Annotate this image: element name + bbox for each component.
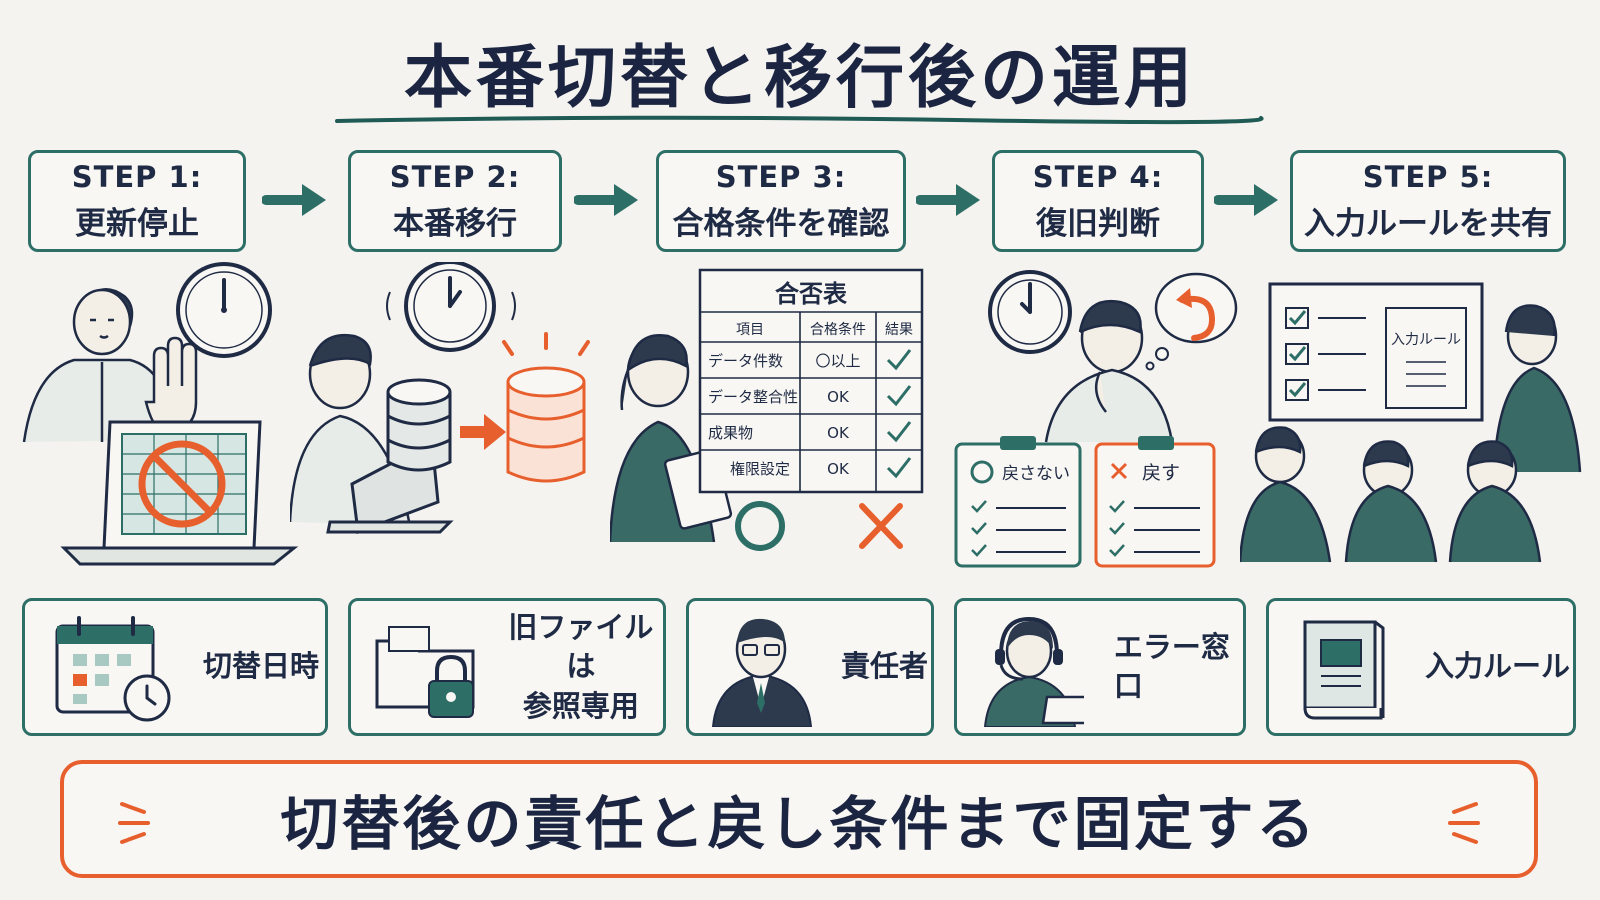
scene-migration [290, 262, 590, 535]
database-icon [502, 332, 590, 483]
pass-table-title: 合否表 [775, 280, 848, 308]
cross-icon [1110, 462, 1128, 480]
step-5-name: 入力ルールを共有 [1304, 205, 1552, 242]
scene-pass-table: 合否表 項目 合格条件 結果 データ件数 〇以上 データ整合性 OK 成果物 O… [610, 268, 924, 551]
cross-icon [859, 503, 903, 549]
step-2-number: STEP 2: [389, 159, 521, 194]
clipboard-rollback: 戻す [1094, 436, 1216, 568]
step-1-number: STEP 1: [71, 159, 203, 194]
info-card-input-rules: 入力ルール [1266, 598, 1576, 736]
database-icon [386, 378, 452, 472]
step-3-name: 合格条件を確認 [672, 205, 890, 242]
person-working [290, 333, 412, 527]
step-4-number: STEP 4: [1032, 159, 1164, 194]
check-icon [886, 421, 912, 443]
headset-icon [983, 616, 1084, 727]
info-label-old-files-line1: 旧ファイルは [508, 610, 654, 684]
emphasis-mark-left [118, 802, 150, 844]
clock-icon [176, 262, 272, 358]
arrow-right-icon [574, 184, 638, 216]
circle-icon [735, 501, 785, 551]
pass-table-header-item: 項目 [736, 322, 764, 338]
person-with-clipboard [610, 333, 733, 543]
step-5-box: STEP 5: 入力ルールを共有 [1290, 150, 1566, 252]
info-card-error-contact: エラー窓口 [954, 598, 1246, 736]
summary-banner: 切替後の責任と戻し条件まで固定する [60, 760, 1538, 878]
check-icon [886, 457, 912, 479]
pass-table-row-condition: OK [827, 424, 850, 442]
clock-icon [988, 270, 1072, 354]
calendar-icon [55, 616, 171, 722]
pass-table-row-item: データ件数 [708, 352, 783, 370]
pass-table-row-item: 権限設定 [730, 460, 790, 478]
info-card-switch-datetime: 切替日時 [22, 598, 328, 736]
title-underline [335, 115, 1264, 125]
manager-icon [711, 618, 813, 727]
info-label-switch-datetime: 切替日時 [203, 649, 320, 684]
prohibited-icon [138, 440, 226, 528]
pass-table-row-item: 成果物 [708, 424, 753, 442]
meeting-audience [1240, 426, 1542, 563]
pass-table-row-condition: OK [827, 388, 850, 406]
pass-table-row-condition: OK [827, 460, 850, 478]
summary-banner-text: 切替後の責任と戻し条件まで固定する [280, 790, 1318, 858]
info-label-input-rules: 入力ルール [1425, 649, 1571, 684]
step-4-name: 復旧判断 [1036, 205, 1160, 242]
check-icon [1288, 310, 1307, 326]
circle-icon [970, 460, 994, 484]
scene-share-rules: 入力ルール [1240, 282, 1582, 563]
pass-table-row-condition: 〇以上 [815, 352, 860, 370]
info-label-old-files-line2: 参照専用 [522, 688, 639, 723]
thought-bubble [1145, 272, 1238, 371]
folder-lock-icon [375, 626, 475, 718]
page-title: 本番切替と移行後の運用 [403, 39, 1196, 118]
check-icon [886, 349, 912, 371]
scene-update-stop [22, 262, 299, 566]
arrow-right-icon [916, 184, 980, 216]
presenter [1492, 304, 1582, 473]
stop-hand-icon [144, 336, 198, 434]
thinking-person [1044, 299, 1174, 443]
step-2-name: 本番移行 [393, 205, 517, 242]
step-3-number: STEP 3: [715, 159, 847, 194]
step-5-number: STEP 5: [1362, 159, 1494, 194]
check-icon [1288, 382, 1307, 398]
step-4-box: STEP 4: 復旧判断 [992, 150, 1204, 252]
clock-icon [386, 262, 516, 352]
scene-recovery-decision: 戻さない 戻す [954, 270, 1238, 568]
undo-icon [1179, 296, 1216, 341]
info-card-manager: 責任者 [686, 598, 934, 736]
decision-rollback-label: 戻す [1142, 462, 1180, 484]
pass-fail-table: 合否表 項目 合格条件 結果 データ件数 〇以上 データ整合性 OK 成果物 O… [698, 268, 924, 494]
emphasis-mark-right [1448, 802, 1480, 844]
rule-board-label: 入力ルール [1391, 332, 1461, 348]
check-icon [886, 385, 912, 407]
whiteboard: 入力ルール [1268, 282, 1484, 422]
arrow-right-icon [1214, 184, 1278, 216]
pass-table-header-condition: 合格条件 [810, 321, 866, 338]
pass-table-header-result: 結果 [885, 322, 913, 338]
arrow-right-icon [262, 184, 326, 216]
step-1-name: 更新停止 [75, 205, 199, 242]
pass-table-row-item: データ整合性 [708, 388, 798, 406]
info-label-error-contact: エラー窓口 [1113, 629, 1230, 703]
step-1-box: STEP 1: 更新停止 [28, 150, 246, 252]
clipboard-keep: 戻さない [954, 436, 1082, 568]
info-label-manager: 責任者 [841, 649, 929, 684]
step-3-box: STEP 3: 合格条件を確認 [656, 150, 906, 252]
book-icon [1303, 620, 1385, 720]
decision-keep-label: 戻さない [1002, 464, 1070, 484]
check-icon [1288, 346, 1307, 362]
step-2-box: STEP 2: 本番移行 [348, 150, 562, 252]
info-label-old-files: 旧ファイルは 参照専用 [499, 608, 663, 725]
arrow-right-icon [460, 414, 506, 450]
info-card-old-files: 旧ファイルは 参照専用 [348, 598, 666, 736]
